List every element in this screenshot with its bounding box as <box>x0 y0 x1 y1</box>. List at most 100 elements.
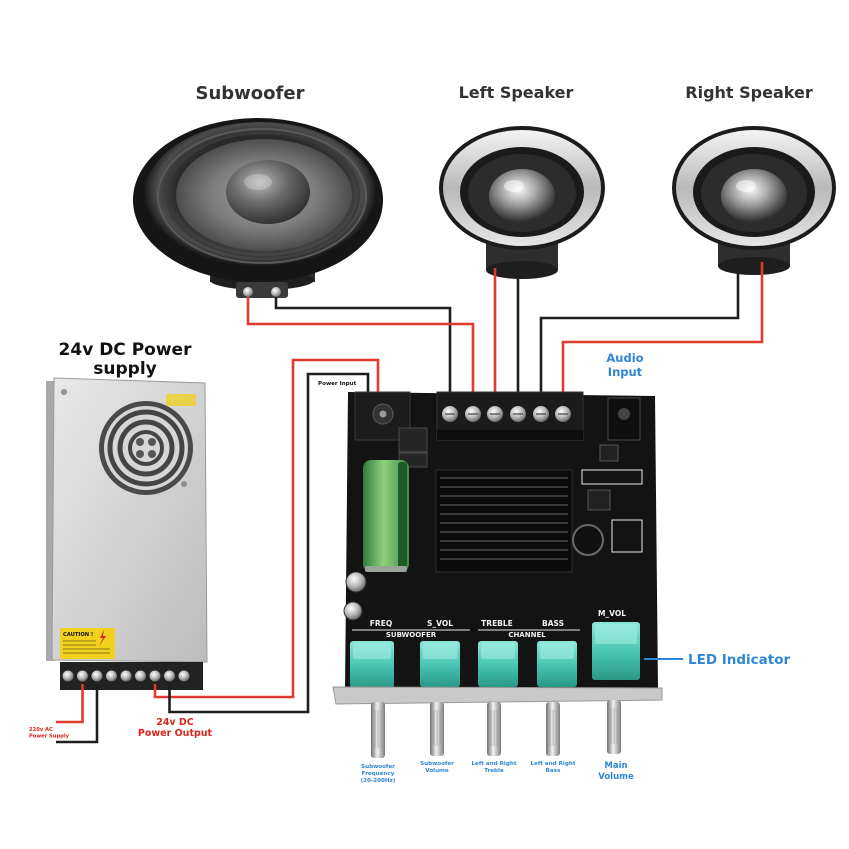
terminal-screw <box>77 670 88 682</box>
speaker-terminal-block <box>436 391 584 441</box>
subwoofer-surround-ridge <box>157 128 367 264</box>
caption-line: Left and Right <box>471 761 516 767</box>
caption-line: Frequency <box>362 771 395 777</box>
knob-caption-treble: Left and Right Treble <box>471 761 516 774</box>
left-speaker-title: Left Speaker <box>459 83 574 102</box>
left-speaker-dome <box>489 169 555 223</box>
silk-bass: BASS <box>542 619 564 628</box>
terminal-screw <box>106 670 117 682</box>
knob-caption-m-vol: Main Volume <box>598 761 634 782</box>
subwoofer-black-wire <box>274 297 452 404</box>
audio-input-label-line1: Audio <box>606 351 643 365</box>
fan-guard-ring <box>107 409 185 487</box>
silkscreen-outline <box>581 469 643 485</box>
heatsink <box>435 469 573 573</box>
silkscreen-outline <box>611 519 643 553</box>
right-speaker-red-wire <box>561 262 764 404</box>
knob-cap-top <box>423 643 457 659</box>
caption-line: Subwoofer <box>420 761 454 767</box>
dc-output-label-line1: 24v DC <box>156 717 194 728</box>
power-supply-unit: CAUTION ! <box>46 377 208 690</box>
terminal-screw <box>164 670 175 682</box>
capacitor-polarity-stripe <box>398 462 407 570</box>
subwoofer-terminal-red <box>243 287 253 297</box>
power-supply-title-line1: 24v DC Power <box>59 340 193 360</box>
knob-bass <box>537 641 577 687</box>
silk-subwoofer: SUBWOOFER <box>386 631 437 639</box>
ic-chip <box>599 444 619 462</box>
silk-freq: FREQ <box>370 619 392 628</box>
shaft-freq <box>371 702 385 758</box>
power-input-label: Power Input <box>318 381 357 387</box>
power-supply-terminal-strip <box>60 662 203 690</box>
power-supply-side <box>46 381 55 661</box>
silk-s-vol: S_VOL <box>427 619 453 628</box>
shaft-m-vol <box>607 700 621 754</box>
small-capacitor <box>343 601 363 621</box>
knob-m-vol <box>592 622 640 680</box>
left-speaker-highlight <box>504 180 524 192</box>
shaft-treble <box>487 702 501 756</box>
terminal-screw <box>120 670 132 682</box>
caption-line: Main <box>604 761 627 771</box>
caption-line: Left and Right <box>530 761 575 767</box>
knob-caption-bass: Left and Right Bass <box>530 761 575 774</box>
ac-supply-label-line2: Power Supply <box>29 734 70 740</box>
right-speaker-black-wire <box>539 258 740 404</box>
left-speaker <box>439 126 605 279</box>
right-speaker-dome <box>721 169 787 223</box>
caption-line: Subwoofer <box>361 764 395 770</box>
fan-guard-face <box>104 406 188 490</box>
fan-hub-dot <box>148 450 156 458</box>
caption-line: Volume <box>425 768 449 774</box>
terminal-screw <box>135 670 146 682</box>
terminal-screw <box>149 670 161 682</box>
audio-input-jack <box>607 397 641 441</box>
caption-line: Volume <box>598 772 634 782</box>
knob-cap-top <box>595 624 637 644</box>
subwoofer-title: Subwoofer <box>196 83 305 104</box>
dc-positive-wire <box>153 358 380 699</box>
knob-cap-top <box>353 643 391 659</box>
right-speaker-highlight <box>736 180 756 192</box>
caption-line: (20-200Hz) <box>361 778 396 784</box>
shaft-bass <box>546 702 560 756</box>
fan-hub-dot <box>148 438 156 446</box>
terminal-screw <box>91 670 103 682</box>
dc-negative-wire <box>168 372 370 714</box>
subwoofer-dust-cap <box>226 160 310 224</box>
knob-treble <box>478 641 518 687</box>
terminal-block-ridge <box>437 430 583 440</box>
heatsink-body <box>435 469 573 573</box>
left-speaker-magnet-base <box>486 261 558 279</box>
capacitor-body <box>363 460 409 572</box>
knob-cap-top <box>540 643 574 659</box>
ic-chip <box>587 489 611 511</box>
silk-treble: TREBLE <box>481 619 513 628</box>
capacitor-end-cap <box>365 566 407 572</box>
right-speaker <box>672 126 836 275</box>
right-speaker-magnet-base <box>718 257 790 275</box>
dc-output-label-line2: Power Output <box>138 728 213 739</box>
caption-line: Bass <box>546 768 561 774</box>
amplifier-board: FREQ S_VOL TREBLE BASS M_VOL SUBWOOFER C… <box>343 391 658 690</box>
caption-line: Treble <box>484 768 504 774</box>
silk-m-vol: M_VOL <box>598 609 626 618</box>
wiring <box>56 258 764 744</box>
right-speaker-title: Right Speaker <box>685 83 813 102</box>
caution-label: CAUTION ! <box>60 628 115 659</box>
filter-capacitor <box>363 460 409 572</box>
knob-s-vol <box>420 641 460 687</box>
subwoofer-speaker <box>133 118 383 298</box>
subwoofer-surround-ridge <box>166 132 360 258</box>
subwoofer-cap-highlight <box>244 174 272 190</box>
fan-guard-ring <box>117 419 175 477</box>
subwoofer-red-wire <box>246 297 475 404</box>
screw-hole <box>61 389 67 395</box>
silk-channel: CHANNEL <box>508 631 546 639</box>
ac-supply-label-line1: 220v AC <box>29 727 53 733</box>
caution-sticker <box>60 628 115 659</box>
shaft-s-vol <box>430 702 444 756</box>
subwoofer-terminal-black <box>271 287 281 297</box>
